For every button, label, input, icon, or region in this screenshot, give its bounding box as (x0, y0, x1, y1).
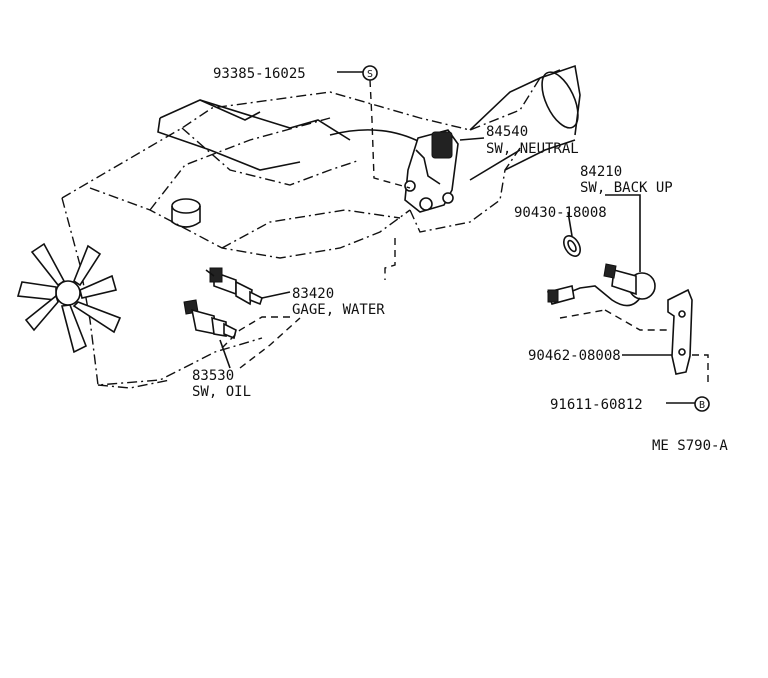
diagram-code: ME S790-A (652, 438, 728, 454)
backup-switch-drawing (546, 235, 656, 307)
part-desc-sw-oil: SW, OIL (192, 384, 251, 400)
oil-pressure-switch-drawing (183, 299, 237, 340)
part-number-91611-60812: 91611-60812 (550, 397, 643, 413)
part-number-83420: 83420 (292, 286, 334, 302)
svg-text:S: S (367, 69, 373, 80)
marker-b-icon: B (694, 396, 710, 412)
part-number-93385-16025: 93385-16025 (213, 66, 306, 82)
engine-block-drawing (61, 64, 581, 389)
cooling-fan-drawing (16, 242, 122, 354)
part-desc-sw-neutral: SW, NEUTRAL (486, 141, 579, 157)
part-number-83530: 83530 (192, 368, 234, 384)
part-desc-sw-back-up: SW, BACK UP (580, 180, 673, 196)
wire-bracket-drawing (559, 288, 693, 375)
svg-text:B: B (699, 400, 705, 411)
part-number-84540: 84540 (486, 124, 528, 140)
part-desc-gage-water: GAGE, WATER (292, 302, 385, 318)
leader-lines (219, 71, 709, 404)
part-number-84210: 84210 (580, 164, 622, 180)
neutral-switch-drawing (404, 129, 459, 213)
part-number-90430-18008: 90430-18008 (514, 205, 607, 221)
water-gauge-sender-drawing (205, 267, 263, 306)
marker-s-icon: S (362, 65, 378, 81)
part-number-90462-08008: 90462-08008 (528, 348, 621, 364)
